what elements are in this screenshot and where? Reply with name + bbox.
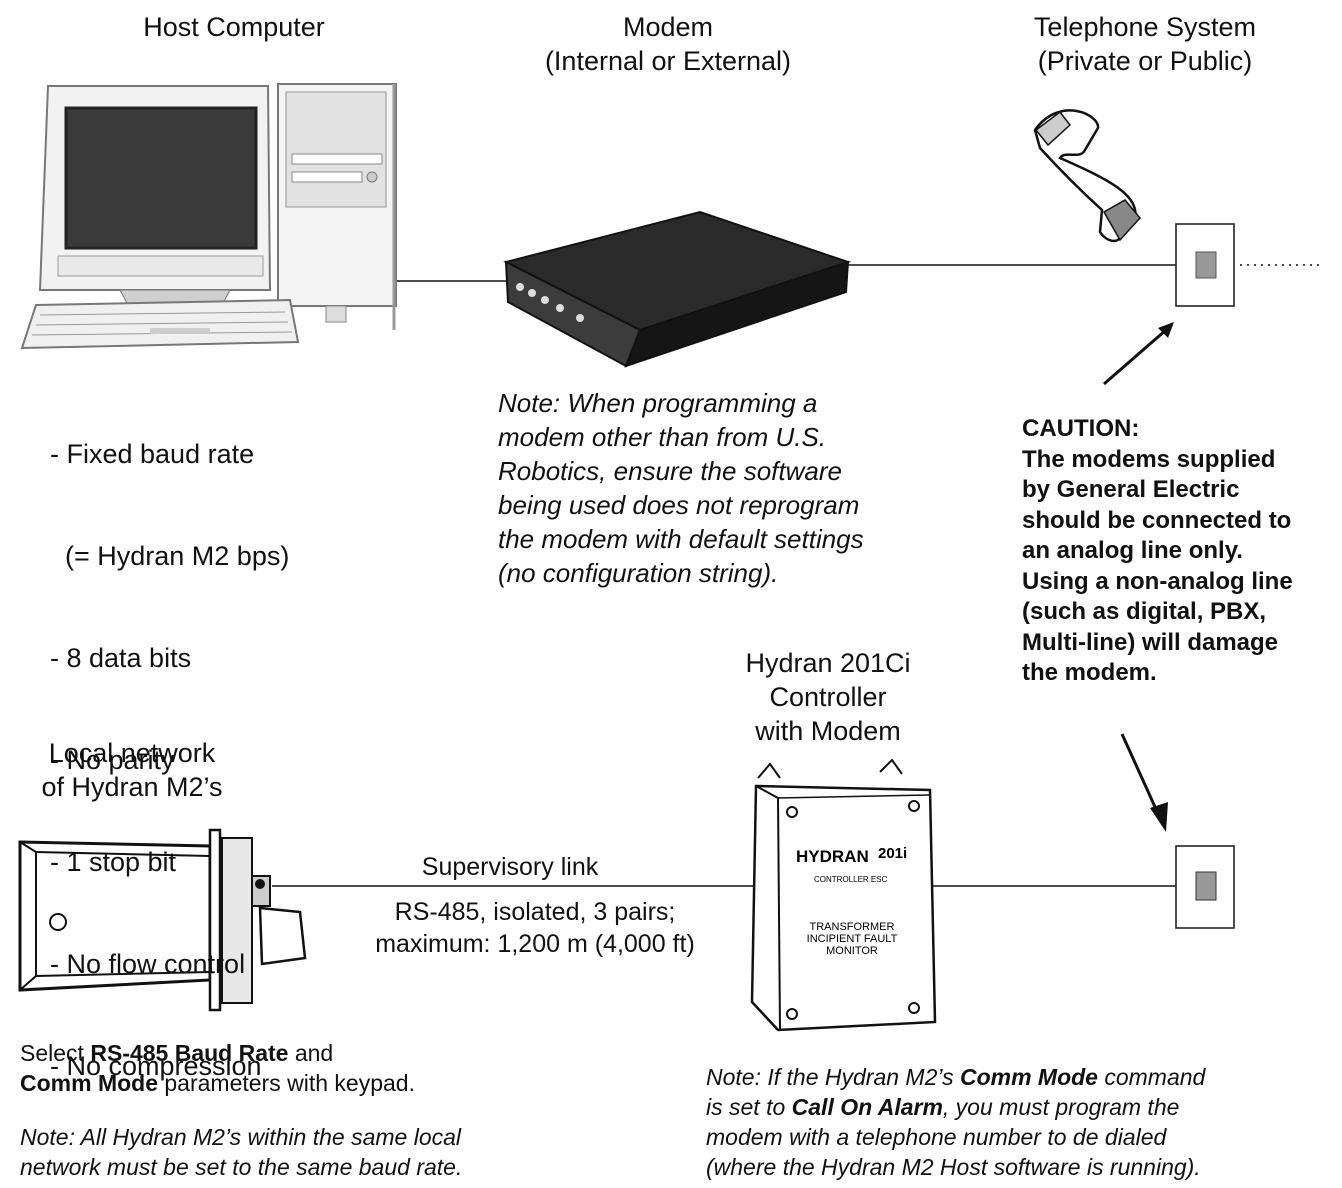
controller-title-2: Controller: [769, 682, 887, 712]
controller-brand: HYDRAN: [796, 847, 869, 866]
comm-note-text: Note: If the Hydran M2’s: [706, 1064, 960, 1090]
host-setting-item: - Fixed baud rate: [50, 439, 255, 469]
local-network-subtitle: of Hydran M2’s: [41, 772, 223, 802]
comm-note-text: , you must program the: [942, 1094, 1180, 1120]
modem-title: Modem: [622, 12, 714, 42]
select-text: parameters with keypad.: [158, 1070, 415, 1096]
wall-jack-bottom: [1175, 845, 1235, 929]
rs485-spec-line: maximum: 1,200 m (4,000 ft): [375, 930, 695, 958]
host-setting-item: (= Hydran M2 bps): [50, 541, 290, 571]
controller-sub: CONTROLLER ESC: [814, 875, 888, 884]
controller-model: 201i: [878, 845, 907, 862]
comm-note-text: (where the Hydran M2 Host software is ru…: [706, 1154, 1201, 1180]
modem-note-line: the modem with default settings: [498, 524, 864, 554]
caution-line: should be connected to: [1022, 506, 1292, 534]
local-network-label: Local network of Hydran M2’s: [12, 736, 252, 804]
select-text: and: [288, 1040, 334, 1066]
caution-arrows: [1103, 322, 1174, 832]
monitor-illustration: [38, 85, 272, 306]
comm-note-text: modem with a telephone number to de dial…: [706, 1124, 1167, 1150]
comm-mode-term: Comm Mode: [20, 1070, 158, 1096]
caution-line: Multi-line) will damage: [1022, 628, 1279, 656]
tower-illustration: [277, 83, 397, 330]
handset-illustration: [1033, 109, 1141, 243]
caution-line: an analog line only.: [1022, 537, 1243, 564]
controller-title-3: with Modem: [755, 716, 901, 746]
modem-note-line: (no configuration string).: [498, 558, 779, 588]
keyboard-illustration: [20, 298, 300, 350]
host-setting-item: - No compression: [50, 1051, 262, 1081]
rs485-spec: RS-485, isolated, 3 pairs; maximum: 1,20…: [340, 896, 730, 960]
controller-monitor-1: TRANSFORMER: [810, 921, 895, 933]
host-setting-item: - 1 stop bit: [50, 847, 177, 877]
rs485-baud-rate-term: RS-485 Baud Rate: [90, 1040, 289, 1066]
caution-heading: CAUTION:: [1022, 415, 1140, 442]
controller-title: Hydran 201Ci: [745, 648, 911, 678]
host-setting-item: - 8 data bits: [50, 643, 192, 673]
comm-mode-note: Note: If the Hydran M2’s Comm Mode comma…: [706, 1062, 1336, 1182]
modem-note: Note: When programming a modem other tha…: [498, 386, 938, 590]
controller-illustration: HYDRAN 201i CONTROLLER ESC TRANSFORMER I…: [750, 758, 937, 1032]
host-computer-title: Host Computer: [143, 12, 325, 42]
host-computer-label: Host Computer: [114, 10, 354, 44]
caution-line: the modem.: [1022, 659, 1157, 686]
controller-monitor-3: MONITOR: [826, 945, 878, 957]
caution-block: CAUTION: The modems supplied by General …: [1022, 414, 1340, 689]
host-setting-item: - No parity: [50, 745, 175, 775]
comm-mode-term: Comm Mode: [959, 1064, 1098, 1090]
rs485-spec-line: RS-485, isolated, 3 pairs;: [394, 898, 676, 926]
call-on-alarm-term: Call On Alarm: [791, 1094, 943, 1120]
host-settings-list: - Fixed baud rate (= Hydran M2 bps) - 8 …: [50, 369, 289, 1117]
modem-subtitle: (Internal or External): [544, 46, 792, 76]
modem-note-line: Note: When programming a: [498, 388, 818, 418]
comm-note-text: is set to: [706, 1094, 792, 1120]
baud-rate-note: Note: All Hydran M2’s within the same lo…: [20, 1122, 620, 1182]
select-parameters-note: Select RS-485 Baud Rate and Comm Mode pa…: [20, 1038, 580, 1098]
local-network-title: Local network: [48, 738, 216, 768]
supervisory-link-label: Supervisory link: [421, 853, 599, 881]
host-setting-item: - No flow control: [50, 949, 246, 979]
hydran-m2-illustration: [18, 828, 307, 1012]
modem-note-line: modem other than from U.S.: [498, 422, 827, 452]
caution-line: The modems supplied: [1022, 445, 1276, 473]
telephone-label: Telephone System (Private or Public): [1000, 10, 1290, 78]
caution-line: by General Electric: [1022, 476, 1240, 503]
telephone-title: Telephone System: [1033, 12, 1257, 42]
controller-label: Hydran 201Ci Controller with Modem: [708, 646, 948, 748]
caution-line: (such as digital, PBX,: [1022, 598, 1267, 625]
modem-label: Modem (Internal or External): [508, 10, 828, 78]
modem-note-line: being used does not reprogram: [498, 490, 860, 520]
comm-note-text: command: [1097, 1064, 1206, 1090]
baud-rate-note-line: Note: All Hydran M2’s within the same lo…: [20, 1124, 462, 1150]
modem-note-line: Robotics, ensure the software: [498, 456, 842, 486]
wall-jack-top: [1175, 223, 1235, 307]
modem-illustration: [503, 210, 852, 368]
select-text: Select: [20, 1040, 91, 1066]
controller-monitor-2: INCIPIENT FAULT: [807, 933, 898, 945]
telephone-subtitle: (Private or Public): [1037, 46, 1253, 76]
baud-rate-note-line: network must be set to the same baud rat…: [20, 1154, 463, 1180]
caution-line: Using a non-analog line: [1022, 567, 1293, 595]
